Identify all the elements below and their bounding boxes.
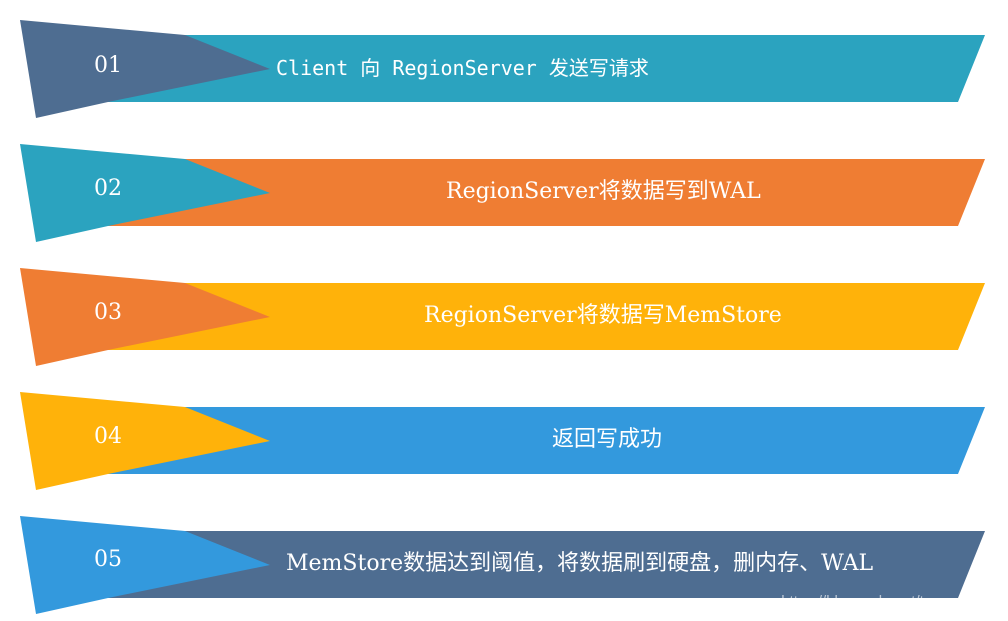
step-01-label: Client 向 RegionServer 发送写请求 [276, 56, 649, 80]
step-04-number: 04 [94, 424, 122, 449]
step-02-number: 02 [94, 176, 122, 201]
step-05-graphic [20, 516, 985, 614]
step-02: 02 RegionServer将数据写到WAL [0, 144, 1008, 244]
step-02-label: RegionServer将数据写到WAL [446, 179, 761, 204]
step-03-chevron-tip [20, 268, 270, 366]
step-01-chevron-tip [20, 20, 270, 118]
step-04: 04 返回写成功 [0, 392, 1008, 492]
step-03-number: 03 [94, 300, 122, 325]
step-02-bar [105, 159, 985, 226]
step-04-graphic [20, 392, 985, 490]
watermark-url: https://blog.csdn.net/trayvontang [781, 593, 998, 610]
step-05: 05 MemStore数据达到阈值，将数据刷到硬盘，删内存、WAL [0, 516, 1008, 616]
step-05-chevron-tip [20, 516, 270, 614]
step-04-bar [105, 407, 985, 474]
step-04-label: 返回写成功 [552, 427, 663, 452]
step-01-bar [105, 35, 985, 102]
step-03: 03 RegionServer将数据写MemStore [0, 268, 1008, 368]
step-05-number: 05 [94, 547, 122, 572]
step-02-chevron-tip [20, 144, 270, 242]
step-05-bar [105, 531, 985, 598]
step-01: 01 Client 向 RegionServer 发送写请求 [0, 20, 1008, 120]
step-05-label: MemStore数据达到阈值，将数据刷到硬盘，删内存、WAL [286, 551, 874, 576]
step-02-graphic [20, 144, 985, 242]
step-04-chevron-tip [20, 392, 270, 490]
step-03-graphic [20, 268, 985, 366]
step-01-number: 01 [94, 53, 122, 78]
step-01-graphic [20, 20, 985, 118]
step-03-label: RegionServer将数据写MemStore [424, 303, 782, 328]
step-03-bar [105, 283, 985, 350]
